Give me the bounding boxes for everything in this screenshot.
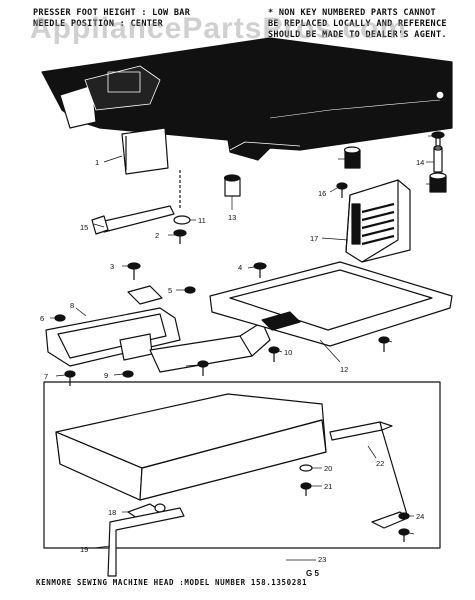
- non-key-parts-note-line1: * NON KEY NUMBERED PARTS CANNOT: [268, 8, 436, 18]
- rod-part-22: [329, 421, 393, 441]
- non-key-parts-note-line3: SHOULD BE MADE TO DEALER'S AGENT.: [268, 30, 447, 40]
- callout-23: 23: [318, 555, 326, 564]
- cap-part-32: [429, 172, 447, 193]
- callout-2: 2: [155, 231, 159, 240]
- carrying-case-part-1: [55, 393, 327, 501]
- part-callouts: 1 2 3 4 5 6 7 8 9 10 11 12 13 14 15 16 1…: [40, 158, 424, 578]
- screw-part-6: [54, 314, 66, 322]
- screw-part-7-right: [197, 360, 209, 376]
- screw-part-16: [336, 182, 348, 198]
- callout-15: 15: [80, 223, 88, 232]
- model-number-footer: KENMORE SEWING MACHINE HEAD :MODEL NUMBE…: [36, 578, 308, 587]
- base-plate-part-12: [209, 261, 453, 347]
- screw-part-4-upper: [253, 262, 267, 278]
- screw-part-3: [127, 262, 141, 280]
- screw-part-20: [299, 464, 313, 472]
- callout-18: 18: [108, 508, 116, 517]
- clamp-part-5: [127, 285, 163, 305]
- callout-6: 6: [40, 314, 44, 323]
- bushing-part-13-lower: [223, 174, 241, 197]
- machine-arm-casting: [41, 37, 453, 161]
- screw-part-10: [268, 346, 280, 362]
- callout-17: 17: [310, 234, 318, 243]
- washer-part-11: [173, 215, 191, 225]
- lower-section-frame: [43, 381, 441, 549]
- presser-foot-height-note: PRESSER FOOT HEIGHT : LOW BAR: [33, 8, 191, 18]
- bushing-part-13-upper: [343, 146, 361, 169]
- screw-part-2: [173, 229, 187, 244]
- needle-position-note: NEEDLE POSITION : CENTER: [33, 19, 164, 29]
- callout-12: 12: [340, 365, 348, 374]
- callout-20: 20: [324, 464, 332, 473]
- callout-13: 13: [228, 213, 236, 222]
- screw-part-4-lower: [398, 528, 410, 542]
- face-plate-part-1: [121, 127, 169, 175]
- callout-7a: 7: [44, 372, 48, 381]
- figure-code: G 5: [306, 569, 319, 578]
- callout-10: 10: [284, 348, 292, 357]
- leader-lines: [50, 135, 434, 549]
- callout-19: 19: [80, 545, 88, 554]
- screw-part-9-upper: [431, 131, 445, 147]
- non-key-parts-note-line2: BE REPLACED LOCALLY AND REFERENCE: [268, 19, 447, 29]
- screw-part-21: [300, 482, 312, 496]
- screw-part-4-right: [378, 336, 390, 352]
- callout-5: 5: [168, 286, 172, 295]
- callout-3: 3: [110, 262, 114, 271]
- callout-11: 11: [198, 216, 206, 225]
- bracket-part-24: [371, 511, 410, 529]
- callout-8: 8: [70, 301, 74, 310]
- callout-14: 14: [416, 158, 424, 167]
- screw-part-9-lower: [122, 370, 134, 378]
- callout-1: 1: [95, 158, 99, 167]
- callout-22: 22: [376, 459, 384, 468]
- callout-4a: 4: [238, 263, 242, 272]
- motor-cover-part-17: [345, 179, 411, 263]
- wrench-part-19: [107, 507, 185, 577]
- callout-16: 16: [318, 189, 326, 198]
- callout-21: 21: [324, 482, 332, 491]
- screw-part-7-left: [64, 370, 76, 386]
- base-frame-part-8: [45, 307, 271, 373]
- pin-part-14: [433, 145, 443, 173]
- callout-24: 24: [416, 512, 424, 521]
- screw-part-5: [184, 286, 196, 294]
- rod-part-15: [91, 205, 175, 235]
- callout-9: 9: [104, 371, 108, 380]
